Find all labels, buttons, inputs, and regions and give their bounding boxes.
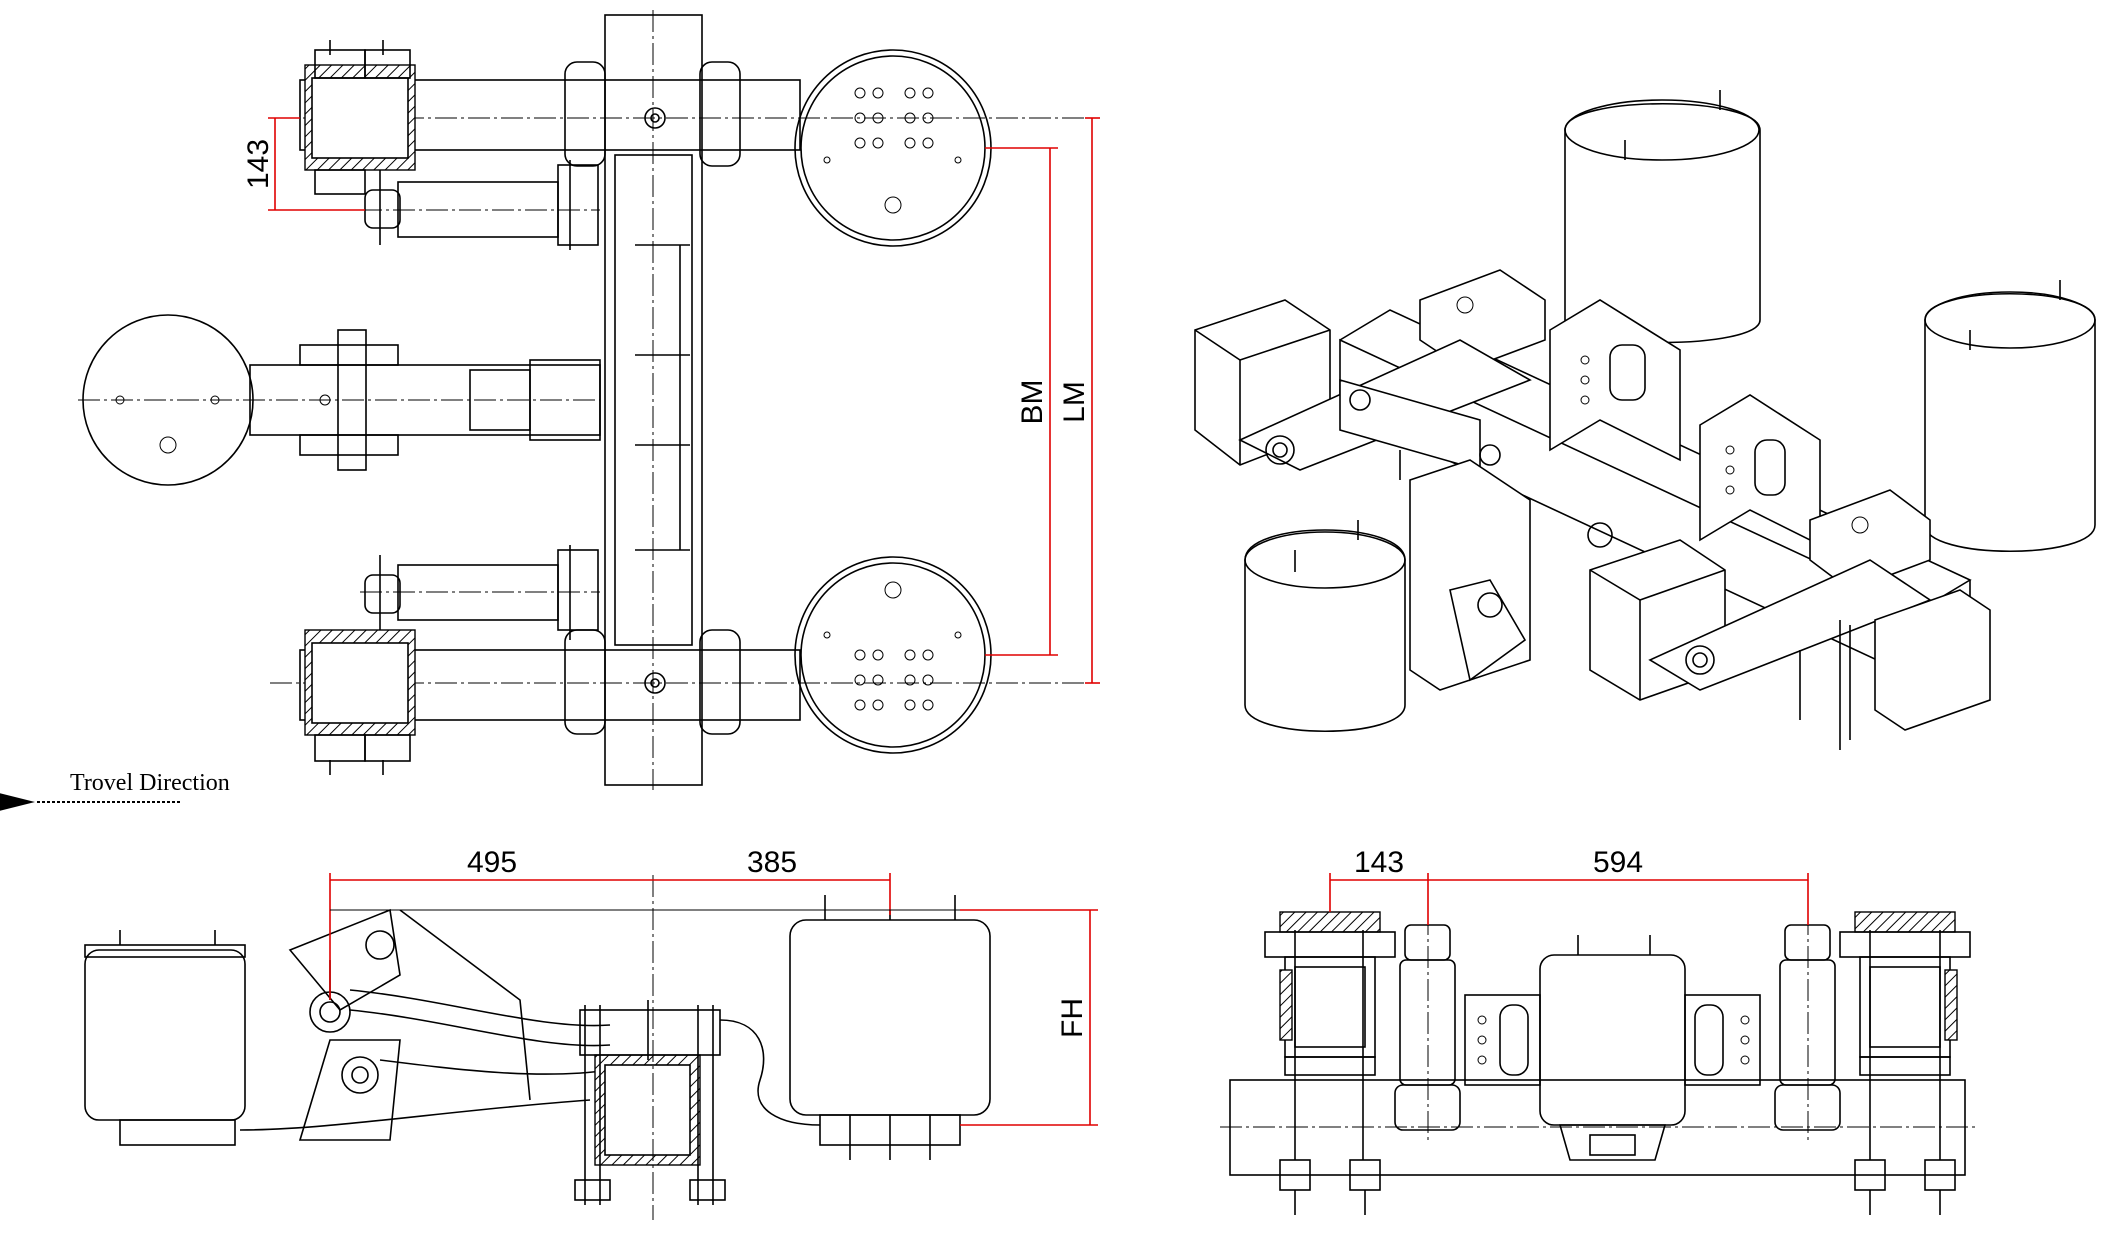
lower-trailing-arm — [270, 629, 1095, 775]
dim-594-label: 594 — [1593, 846, 1643, 879]
side-air-spring-beam — [719, 1019, 821, 1126]
dim-495-label: 495 — [467, 846, 517, 879]
iso-air-spring-3 — [1244, 520, 1406, 733]
dim-143-top: 143 — [242, 117, 365, 211]
cross-tube-ribs — [635, 244, 690, 551]
dim-lm: LM — [1058, 117, 1100, 684]
dim-fh: FH — [330, 909, 1098, 1126]
dim-fh-label: FH — [1056, 998, 1089, 1038]
rear-left-hanger — [1264, 911, 1396, 1215]
rear-view: 143 594 — [1220, 846, 1975, 1215]
rear-left-shock — [1394, 880, 1461, 1140]
dim-143-rear: 143 — [1329, 846, 1429, 925]
top-view: 143 BM LM — [78, 10, 1100, 790]
side-right-air-spring — [789, 895, 991, 1160]
dim-143-rear-label: 143 — [1354, 846, 1404, 879]
iso-right-arm — [1587, 489, 1991, 731]
side-arm — [239, 908, 611, 1141]
rear-right-hanger — [1839, 911, 1971, 1215]
dim-bm-label: BM — [1016, 380, 1049, 425]
upper-trailing-arm — [270, 40, 1095, 195]
isometric-view — [1194, 90, 2096, 750]
middle-arm — [78, 314, 601, 486]
dim-lm-label: LM — [1058, 381, 1091, 423]
dim-594: 594 — [1428, 846, 1809, 925]
travel-direction: Trovel Direction — [0, 770, 230, 812]
dim-385: 385 — [653, 846, 891, 915]
lower-air-spring — [794, 556, 992, 754]
iso-bolts — [1399, 450, 1851, 750]
lower-shock-absorber — [360, 545, 600, 640]
iso-hanger — [1409, 459, 1531, 691]
side-left-air-spring — [84, 930, 246, 1146]
upper-air-spring — [794, 49, 992, 247]
dim-495: 495 — [329, 846, 653, 1000]
dim-bm: BM — [985, 147, 1058, 656]
iso-left-arm — [1194, 269, 1546, 472]
dim-385-label: 385 — [747, 846, 797, 879]
upper-shock-absorber — [360, 160, 600, 250]
rear-center-air-spring — [1539, 935, 1686, 1161]
side-axle-clamp — [574, 1000, 726, 1205]
dim-143-top-label: 143 — [242, 139, 275, 189]
iso-brackets — [1549, 299, 1821, 547]
rear-center-brackets — [1464, 994, 1761, 1086]
side-view: 495 385 FH — [84, 846, 1098, 1220]
travel-direction-label: Trovel Direction — [70, 770, 230, 796]
iso-air-spring-2 — [1924, 280, 2096, 553]
